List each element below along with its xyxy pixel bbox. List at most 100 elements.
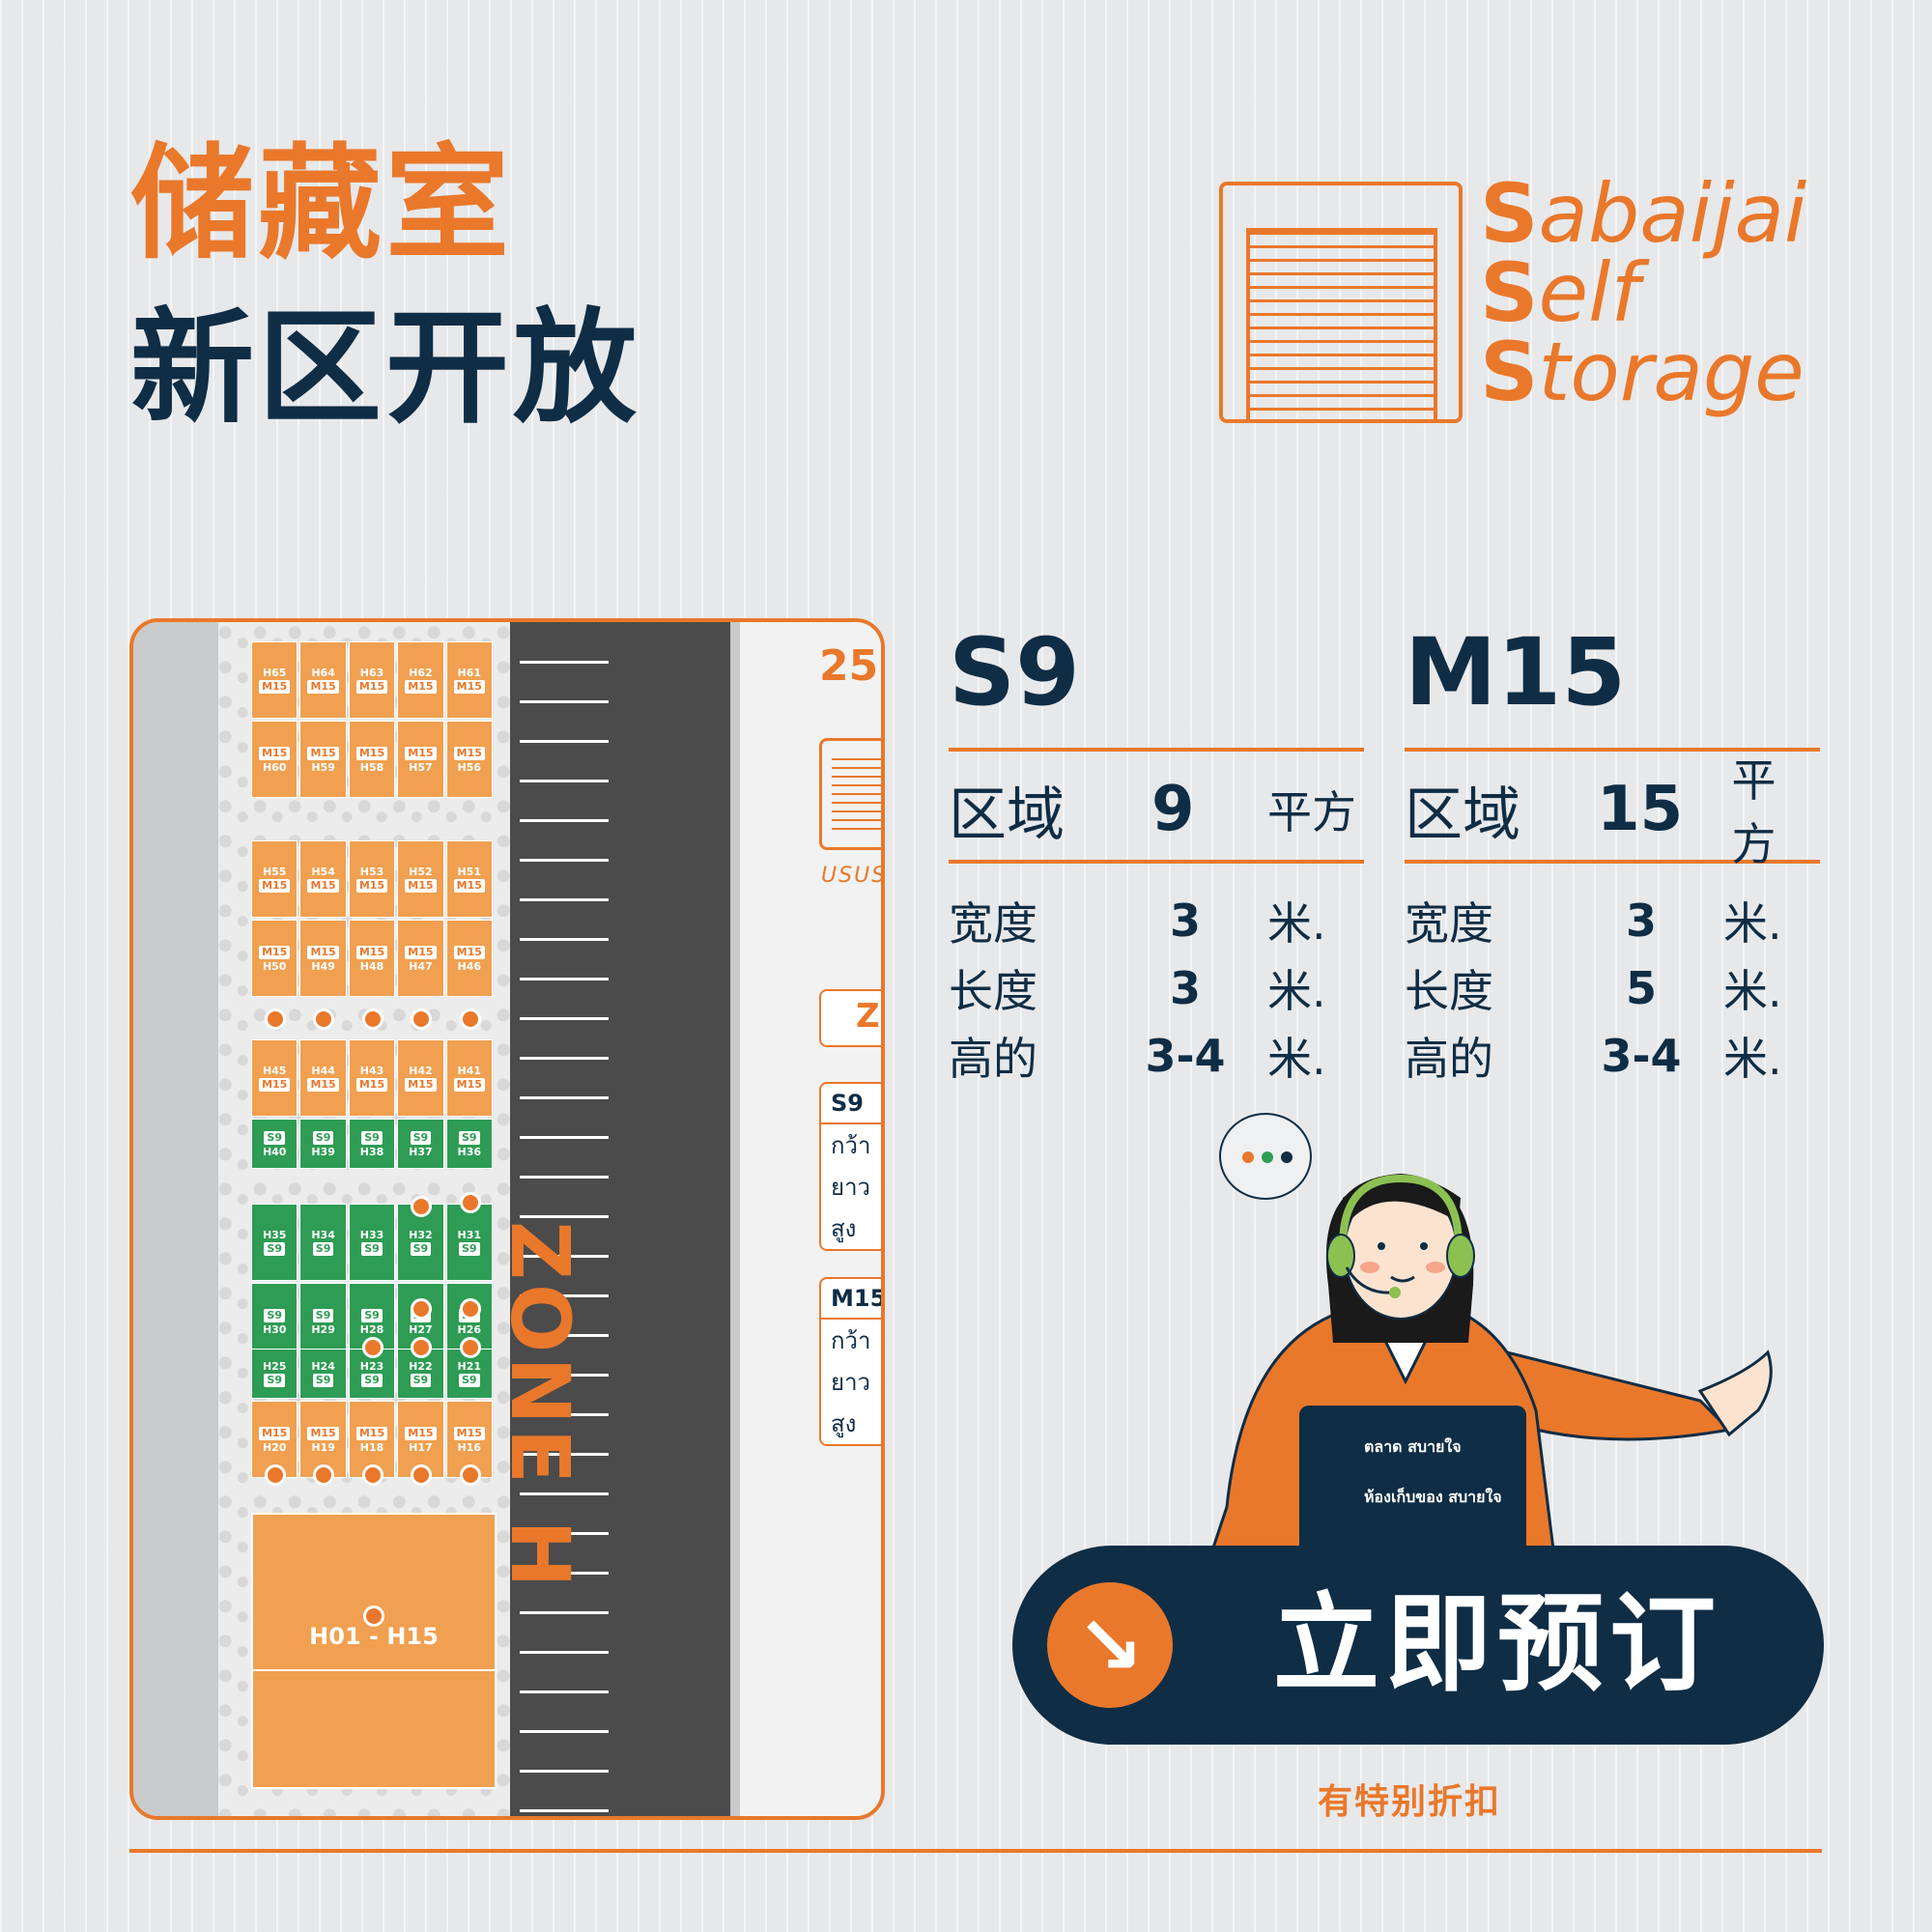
dim-value: 3-4 [1145,1030,1226,1082]
big-unit-block[interactable]: H01 - H15 [251,1513,497,1789]
unit-id: H38 [359,1145,384,1158]
unit-size-tag: M15 [259,945,291,959]
unit-id: H26 [457,1322,482,1336]
unit-size-tag: M15 [307,945,339,959]
unit-size-tag: M15 [259,878,291,893]
book-now-button[interactable]: ↘ 立即预订 [1012,1546,1824,1745]
spec-rule [949,860,1364,864]
dim-unit: 米. [1723,965,1782,1017]
location-pin-icon [459,1298,481,1320]
unit-size-tag: M15 [259,1077,291,1092]
parking-line [520,780,609,782]
unit-size-tag: S9 [410,1130,432,1145]
unit-size-tag: M15 [405,878,437,893]
unit-size-tag: M15 [259,1426,291,1440]
location-pin-icon [459,1337,481,1358]
unit-id: H43 [359,1064,384,1077]
unit-id: H30 [262,1322,287,1336]
unit-id: H54 [311,865,335,878]
storage-door-logo-icon [1219,182,1463,423]
zone-label: ZONE H [493,1221,587,1592]
parking-line [520,1096,609,1099]
unit-id: H19 [311,1440,335,1454]
storage-unit[interactable]: S9H27 [397,1283,444,1360]
unit-id: H44 [311,1064,335,1077]
unit-id: H18 [359,1440,384,1454]
parking-line [520,1057,609,1060]
unit-size-tag: S9 [312,1308,334,1322]
unit-size-tag: M15 [307,746,339,760]
unit-size-tag: M15 [355,1077,388,1092]
location-pin-icon [459,1464,481,1486]
parking-line [520,819,609,822]
parking-line [520,700,609,703]
unit-id: H50 [262,959,287,973]
unit-size-tag: M15 [355,945,388,959]
parking-line [520,1374,609,1377]
laptop-logo-1: ตลาด สบายใจ [1364,1437,1462,1456]
unit-size-tag: M15 [259,746,291,760]
location-pin-icon [411,1009,433,1030]
parking-line [520,1572,609,1575]
spec-m15-title: M15 [1405,618,1627,726]
dim-unit: 米. [1267,965,1326,1017]
side-number: 25 [819,641,879,691]
unit-size-tag: S9 [312,1130,334,1145]
unit-size-tag: M15 [307,1077,339,1092]
unit-id: H16 [457,1440,482,1454]
side-usus: USUS [821,864,885,888]
unit-size-tag: S9 [312,1241,334,1256]
dim-label: 宽度 [949,897,1037,950]
spec-s9: S9 区域 9 平方 宽度 3 米. 长度 3 米. 高的 3-4 米. [949,626,1364,1090]
unit-size-tag: M15 [259,679,291,694]
unit-id: H56 [457,760,482,774]
side-card-m15: M15 กว้า ยาว สูง [819,1277,881,1446]
side-card-s9: S9 กว้า ยาว สูง [819,1082,881,1251]
parking-line [520,1532,609,1535]
parking-line [520,1809,609,1812]
